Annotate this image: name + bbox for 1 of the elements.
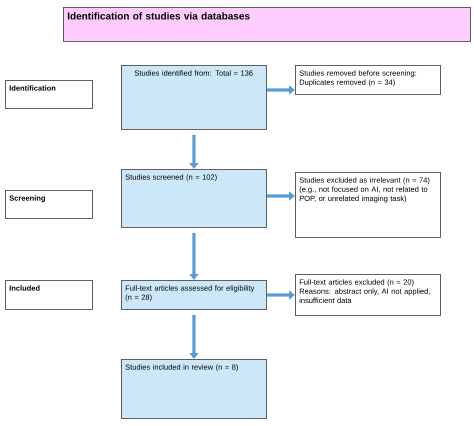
heading-band: Identification of studies via databases — [63, 7, 471, 42]
